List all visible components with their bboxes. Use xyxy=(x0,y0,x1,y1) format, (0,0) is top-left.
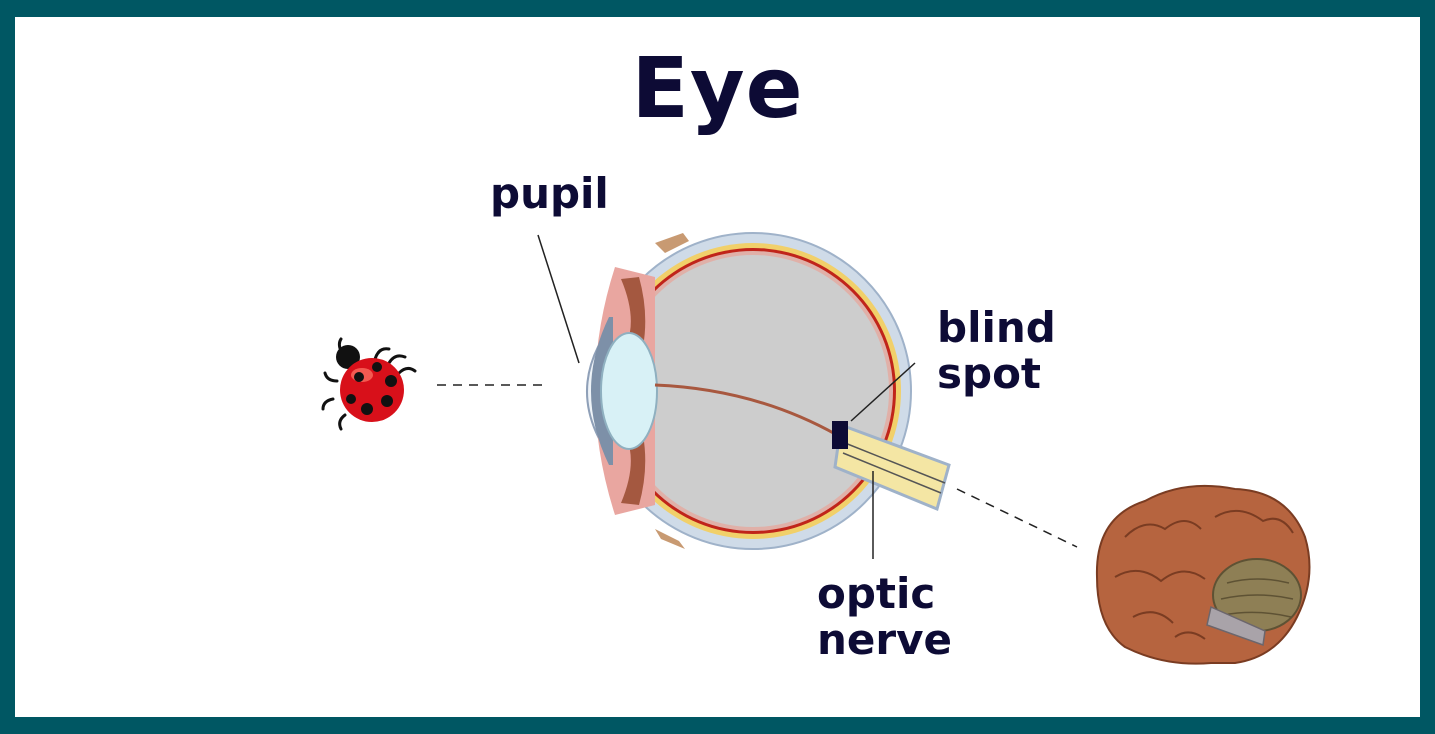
blind-spot-leader xyxy=(850,362,916,422)
brain-icon xyxy=(1095,484,1311,665)
blind-spot-marker xyxy=(832,421,848,449)
diagram-title: Eye xyxy=(631,39,804,137)
optic-nerve-label: optic nerve xyxy=(817,569,952,664)
blind-spot-label: blind spot xyxy=(937,303,1056,398)
eye-diagram xyxy=(321,232,1311,665)
pupil-label: pupil xyxy=(490,169,609,218)
diagram-frame: Eye xyxy=(15,17,1420,717)
pupil-leader xyxy=(537,234,580,364)
ladybug-icon xyxy=(321,337,417,431)
eye-cross-section xyxy=(586,232,951,550)
nerve-to-brain-line xyxy=(956,488,1078,548)
